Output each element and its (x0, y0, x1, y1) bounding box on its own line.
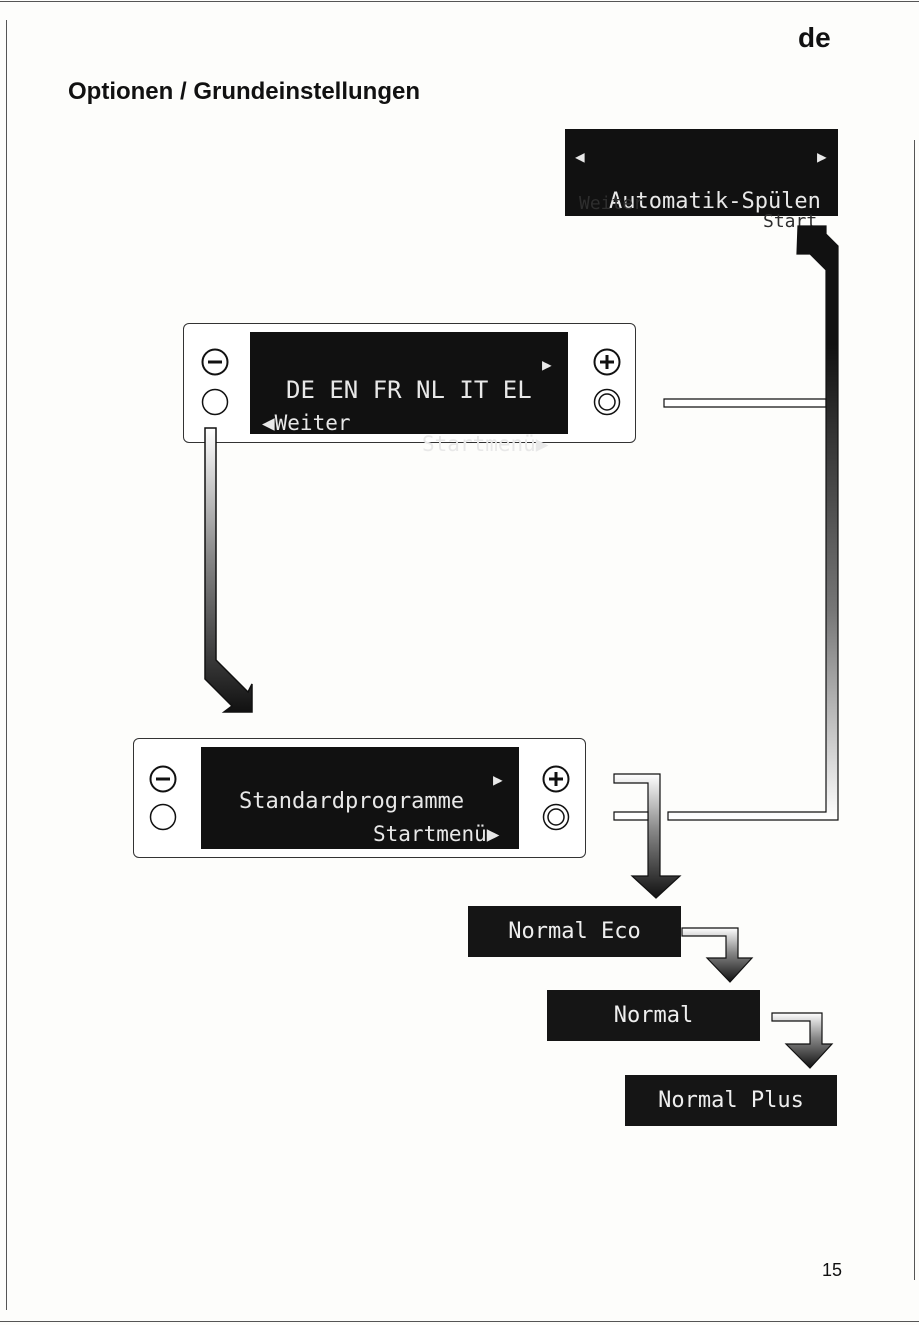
top-rule (0, 1, 919, 2)
right-edge-rule (914, 140, 915, 1280)
plus-circle-icon (542, 765, 570, 793)
left-edge-rule (6, 20, 7, 1310)
option-normal-plus: Normal Plus (625, 1075, 837, 1126)
plus-circle-icon (593, 348, 621, 376)
down-flow-arrow (204, 427, 253, 713)
startmenu-label: Startmenü▶ (373, 822, 500, 846)
ok-button[interactable] (593, 388, 621, 416)
left-round-button[interactable] (149, 803, 177, 831)
display-line2-left: Weiter (579, 193, 645, 214)
language-code: de (798, 22, 831, 53)
left-round-button[interactable] (201, 388, 229, 416)
option-normal-label: Normal (613, 1003, 694, 1028)
language-list: DE EN FR NL IT EL (286, 376, 532, 404)
minus-button[interactable] (149, 765, 177, 793)
circle-icon (201, 388, 229, 416)
language-display: DE EN FR NL IT EL ▶ ◀Weiter Startmenü▶ (250, 332, 568, 455)
double-circle-icon (542, 803, 570, 831)
bottom-rule (0, 1321, 919, 1322)
program-display: Standardprogramme ▶ Startmenü▶ (201, 747, 519, 849)
option-step-arrow-2 (771, 1012, 834, 1069)
double-circle-icon (593, 388, 621, 416)
option-normal-eco: Normal Eco (468, 906, 681, 957)
circle-icon (149, 803, 177, 831)
standard-program-panel: Standardprogramme ▶ Startmenü▶ (133, 738, 586, 858)
automatik-spuelen-display: ◀ Automatik-Spülen ▶ Weiter Start (565, 129, 838, 231)
standard-programs-label: Standardprogramme (239, 789, 465, 814)
page-title: Optionen / Grundeinstellungen (68, 78, 420, 105)
ok-button[interactable] (542, 803, 570, 831)
plus-button[interactable] (542, 765, 570, 793)
option-normal-plus-label: Normal Plus (658, 1088, 804, 1113)
minus-circle-icon (201, 348, 229, 376)
weiter-label: ◀Weiter (262, 411, 351, 435)
minus-circle-icon (149, 765, 177, 793)
program-to-option-arrow (613, 773, 682, 899)
option-step-arrow-1 (681, 927, 754, 983)
option-normal-eco-label: Normal Eco (508, 919, 641, 944)
right-arrow-icon: ▶ (493, 770, 503, 789)
right-arrow-icon: ▶ (542, 355, 552, 374)
page-number: 15 (822, 1260, 843, 1280)
up-flow-arrow (663, 225, 839, 821)
display-line1-text: Automatik-Spülen (609, 189, 821, 214)
minus-button[interactable] (201, 348, 229, 376)
language-selection-panel: DE EN FR NL IT EL ▶ ◀Weiter Startmenü▶ (183, 323, 636, 455)
left-arrow-icon: ◀ (575, 147, 585, 166)
plus-button[interactable] (593, 348, 621, 376)
startmenu-label: Startmenü▶ (422, 432, 549, 456)
option-normal: Normal (547, 990, 760, 1041)
right-arrow-icon: ▶ (817, 147, 827, 166)
